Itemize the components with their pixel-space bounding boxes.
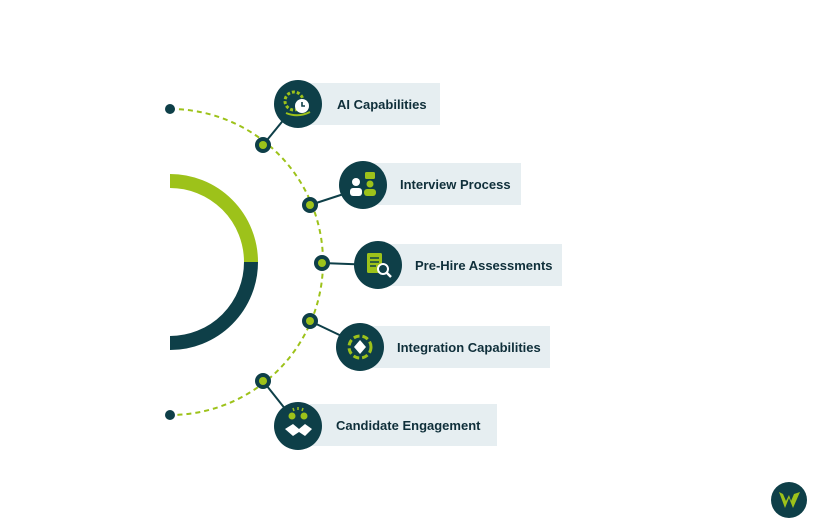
item-label-candidate-engagement: Candidate Engagement xyxy=(336,417,481,433)
arc-end-dot-top xyxy=(165,104,175,114)
arc-node-3 xyxy=(314,255,330,271)
item-box-4: Integration Capabilities xyxy=(370,326,550,368)
item-box-1: AI Capabilities xyxy=(310,83,440,125)
item-label-interview-process: Interview Process xyxy=(400,176,511,192)
arc-node-5 xyxy=(255,373,271,389)
dashed-arc xyxy=(169,108,324,416)
arc-end-dot-bottom xyxy=(165,410,175,420)
arc-node-1 xyxy=(255,137,271,153)
item-box-2: Interview Process xyxy=(372,163,521,205)
item-label-integration-capabilities: Integration Capabilities xyxy=(397,339,541,355)
item-box-5: Candidate Engagement xyxy=(310,404,497,446)
item-label-pre-hire-assessments: Pre-Hire Assessments xyxy=(415,257,553,273)
arc-node-4 xyxy=(302,313,318,329)
arc-node-2 xyxy=(302,197,318,213)
half-ring-top xyxy=(169,174,258,263)
item-box-3: Pre-Hire Assessments xyxy=(390,244,562,286)
item-label-ai-capabilities: AI Capabilities xyxy=(337,96,427,112)
half-ring-bottom xyxy=(169,261,258,350)
